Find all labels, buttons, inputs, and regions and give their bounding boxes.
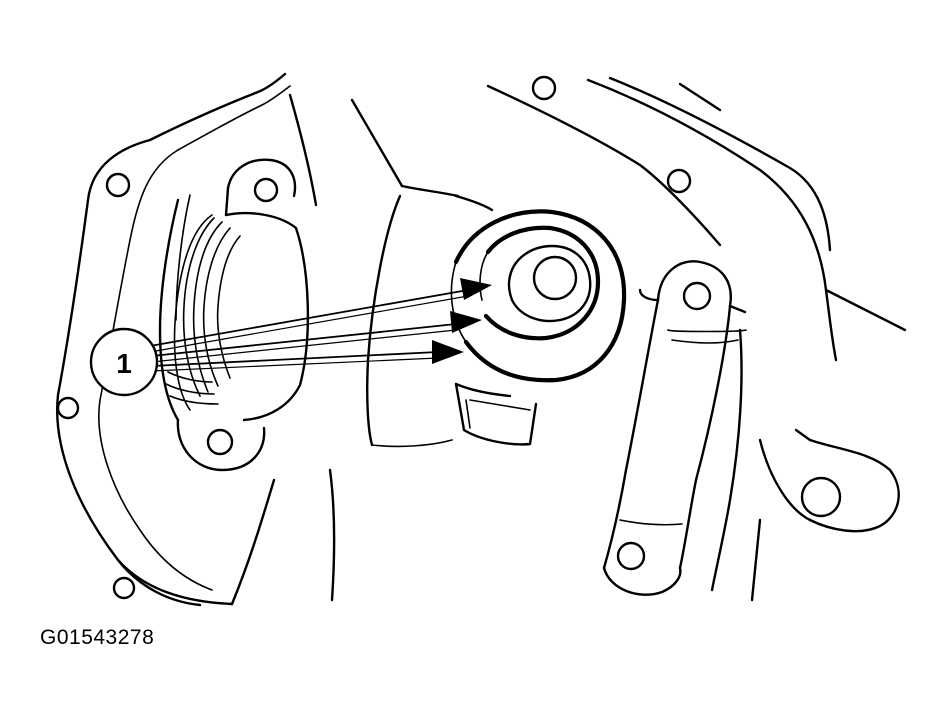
callout-number: 1 — [116, 348, 132, 379]
boss-hole — [253, 177, 279, 203]
shaft-end — [532, 255, 578, 301]
left-housing-flange — [56, 72, 291, 607]
callout-1: 1 — [89, 327, 159, 397]
shaft-bore — [508, 244, 592, 323]
vertical-bracket — [602, 260, 747, 596]
arrowhead-middle — [450, 311, 482, 333]
center-case-body — [230, 93, 494, 606]
callout-circle — [89, 327, 159, 397]
bolt-hole — [56, 396, 80, 420]
arrowhead-top — [460, 278, 492, 300]
bolt-hole — [112, 576, 136, 600]
callout-arrow-bottom — [151, 351, 439, 367]
bolt-hole — [531, 75, 557, 101]
seal-ring-outer — [453, 209, 627, 383]
bracket-hole — [616, 541, 646, 571]
left-bearing-housing — [158, 158, 310, 472]
left-flange-bolt-holes — [56, 172, 136, 600]
callout-arrow-middle-b — [151, 329, 457, 363]
figure-id: G01543278 — [40, 626, 155, 649]
callout-arrow-top-b — [149, 295, 469, 353]
callout-arrow-middle — [151, 323, 457, 357]
boss-hole — [206, 428, 234, 456]
callout-arrow-top — [149, 289, 469, 347]
callout-arrow-bottom-b — [151, 357, 439, 372]
seal-bore — [450, 209, 627, 446]
callout-arrows — [149, 278, 492, 372]
seal-ring-middle — [483, 225, 601, 341]
bolt-hole — [105, 172, 131, 198]
arrowhead-bottom — [432, 340, 464, 364]
right-case-cover — [486, 75, 907, 602]
bolt-hole — [800, 476, 842, 518]
bolt-hole — [666, 168, 692, 194]
bracket-hole — [682, 281, 712, 311]
